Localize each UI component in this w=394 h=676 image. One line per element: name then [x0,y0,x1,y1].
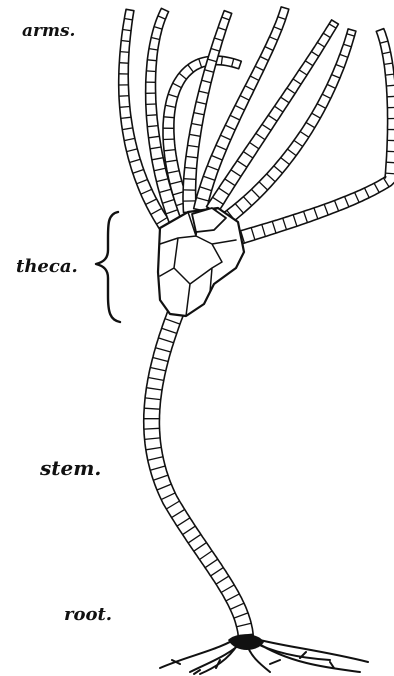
theca-group [158,208,244,316]
stem-column [144,309,254,640]
label-stem: stem. [40,456,101,480]
arm-7-segments [227,34,355,221]
stem-group [144,309,254,640]
root-group [160,634,368,674]
arm-7 [218,29,356,227]
label-root: root. [64,604,112,625]
theca-brace [96,212,120,322]
label-arms: arms. [22,21,75,41]
root-base [228,634,264,650]
arms-group [119,7,394,246]
arm-7-outline [218,29,356,227]
label-theca: theca. [16,256,78,277]
